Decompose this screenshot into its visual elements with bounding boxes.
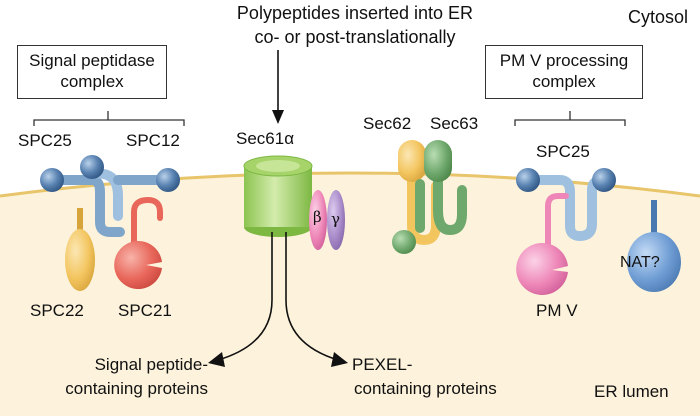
er-membrane — [0, 173, 700, 416]
top-text-line1: Polypeptides inserted into ER — [236, 3, 474, 23]
pmv-box-line1: PM V processing — [499, 51, 629, 70]
spc25-left-label: SPC25 — [18, 131, 72, 150]
beta-label: β — [313, 208, 322, 226]
spc21-stalk — [131, 196, 163, 265]
spc21-protein — [114, 241, 162, 289]
sec63-label: Sec63 — [430, 114, 479, 133]
spc12-label: SPC12 — [126, 131, 180, 150]
sec61-gamma — [327, 190, 345, 250]
sec63-protein — [424, 140, 452, 182]
signal-peptide-output: Signal peptide- containing proteins — [52, 353, 208, 401]
sec63-chain — [433, 165, 467, 236]
pmv-processing-box: PM V processing complex — [485, 45, 643, 99]
sec61-label: Sec61α — [236, 129, 295, 148]
spc25-sphere — [40, 168, 64, 192]
gamma-label: γ — [331, 210, 340, 228]
signal-peptide-arrowhead — [208, 352, 225, 367]
spc-bracket — [33, 119, 185, 126]
pmv-label: PM V — [536, 301, 578, 320]
spc25-right-label: SPC25 — [536, 142, 590, 161]
sec61-pore — [256, 160, 300, 172]
spc12-sphere — [156, 168, 180, 192]
spc25-sphere-2 — [80, 155, 104, 179]
top-text-line2: co- or post-translationally — [254, 27, 456, 47]
nat-protein — [627, 232, 681, 292]
pexel-output: PEXEL- containing proteins — [352, 353, 497, 401]
pexel-arrowhead — [331, 352, 348, 367]
signal-output-line1: Signal peptide- — [94, 355, 208, 374]
pexel-output-line2: containing proteins — [354, 379, 497, 398]
pexel-arrow — [285, 232, 339, 361]
sec62-protein — [398, 140, 426, 182]
pmv-spc25-sphere-2 — [592, 168, 616, 192]
signal-peptide-arrow — [217, 232, 273, 361]
signal-output-line2: containing proteins — [65, 379, 208, 398]
signal-peptidase-line1: Signal peptidase — [29, 51, 155, 70]
er-lumen-label: ER lumen — [594, 382, 669, 401]
spc21-label: SPC21 — [118, 301, 172, 320]
spc25-chain — [47, 175, 125, 237]
sec62-label: Sec62 — [363, 114, 412, 133]
sec62-chain — [407, 155, 441, 246]
pmv-box-line2: complex — [532, 72, 596, 91]
pmv-protein — [516, 243, 568, 296]
pmv-spc25-sphere — [516, 168, 540, 192]
nat-label: NAT? — [620, 254, 660, 271]
pmv-stalk — [545, 193, 569, 249]
cytosol-label: Cytosol — [628, 7, 689, 27]
sec63-lumen-domain — [392, 230, 416, 254]
pmv-spc25-chain — [523, 175, 607, 242]
insertion-arrowhead — [272, 110, 284, 124]
sec61-beta — [309, 190, 327, 250]
top-description: Polypeptides inserted into ER co- or pos… — [210, 1, 500, 49]
pexel-output-line1: PEXEL- — [352, 355, 413, 374]
signal-peptidase-line2: complex — [60, 72, 124, 91]
spc22-protein — [65, 229, 95, 291]
pmv-bracket — [514, 119, 626, 126]
signal-peptidase-box: Signal peptidase complex — [17, 45, 167, 99]
spc22-label: SPC22 — [30, 301, 84, 320]
